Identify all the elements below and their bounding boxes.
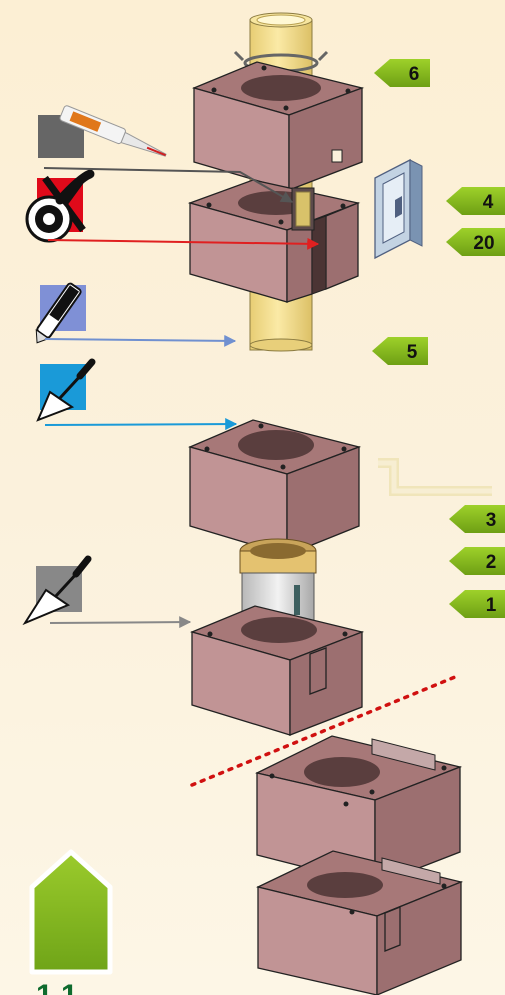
trowel-icon-blue — [36, 358, 96, 422]
step-tag-3: 3 — [449, 505, 505, 533]
chimney-block-inspection — [187, 179, 361, 303]
step-tag-2: 2 — [449, 547, 505, 575]
chimney-block-middle — [188, 419, 362, 556]
knife-arrow — [44, 334, 237, 347]
separator-dotted-line — [190, 675, 457, 787]
chimney-block-top — [192, 61, 365, 191]
step-tag-20: 20 — [446, 228, 505, 256]
svg-text:20: 20 — [473, 233, 494, 254]
inspection-door — [374, 158, 423, 260]
trowel-icon-grey — [22, 555, 92, 626]
step-tag-1: 1 — [449, 590, 505, 618]
svg-text:5: 5 — [407, 342, 418, 363]
angle-grinder-icon — [25, 169, 95, 243]
bottom-label: 1 1 — [36, 979, 78, 995]
step-tag-6: 6 — [374, 59, 430, 87]
svg-text:3: 3 — [486, 510, 497, 531]
sealant-arrow — [43, 167, 294, 203]
svg-text:1: 1 — [486, 595, 497, 616]
grinder-arrow — [47, 237, 320, 250]
step-tag-4: 4 — [446, 187, 505, 215]
svg-text:4: 4 — [483, 192, 494, 213]
svg-text:6: 6 — [409, 64, 420, 85]
trowel-arrow-grey — [49, 616, 192, 629]
lower-block-base — [256, 850, 464, 995]
utility-knife-icon — [35, 282, 86, 344]
svg-text:2: 2 — [486, 552, 497, 573]
trowel-arrow-blue — [44, 418, 238, 431]
chimney-block-base — [190, 605, 365, 736]
connector-pipe-sketch — [378, 458, 492, 496]
step-tag-5: 5 — [372, 337, 428, 365]
upward-direction-icon — [29, 849, 113, 975]
sealant-tube-icon — [38, 105, 167, 158]
